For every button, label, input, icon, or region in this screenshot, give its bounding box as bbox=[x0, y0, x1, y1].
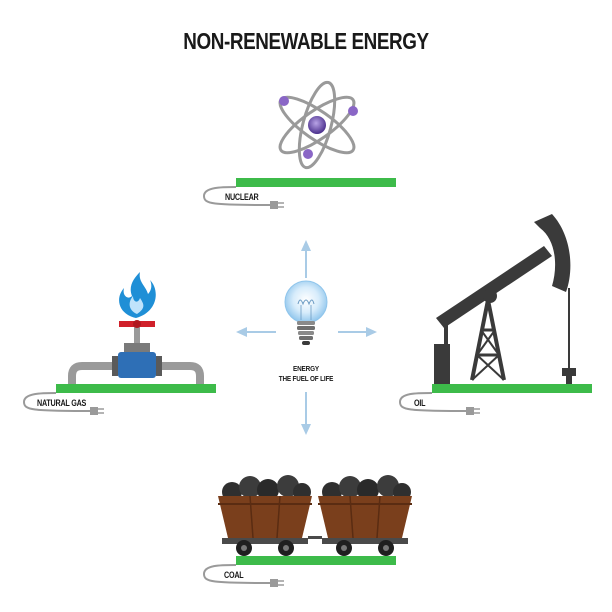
power-plug-icon bbox=[398, 392, 480, 415]
center-label-line1: ENERGY bbox=[293, 364, 319, 373]
oil-label: OIL bbox=[414, 398, 426, 408]
coal-label: COAL bbox=[224, 570, 244, 580]
page-title: NON-RENEWABLE ENERGY bbox=[183, 28, 429, 54]
arrow-down bbox=[301, 392, 311, 435]
coal-ground bbox=[236, 556, 396, 565]
coal-cart-icon bbox=[218, 475, 412, 556]
natural-gas-ground bbox=[56, 384, 216, 393]
arrow-right bbox=[338, 327, 377, 337]
power-plug-icon bbox=[202, 186, 284, 209]
power-plug-icon bbox=[22, 392, 104, 415]
natural-gas-label: NATURAL GAS bbox=[37, 398, 87, 408]
center-label-line2: THE FUEL OF LIFE bbox=[278, 374, 334, 383]
arrow-up bbox=[301, 240, 311, 278]
light-bulb-icon bbox=[284, 280, 328, 345]
atom-icon bbox=[278, 80, 358, 170]
nuclear-label: NUCLEAR bbox=[225, 192, 259, 202]
power-plug-icon bbox=[202, 564, 284, 587]
nuclear-ground bbox=[236, 178, 396, 187]
gas-flame-valve-icon bbox=[68, 272, 204, 384]
oil-pump-jack-icon bbox=[434, 214, 576, 384]
oil-ground bbox=[432, 384, 592, 393]
arrow-left bbox=[236, 327, 276, 337]
